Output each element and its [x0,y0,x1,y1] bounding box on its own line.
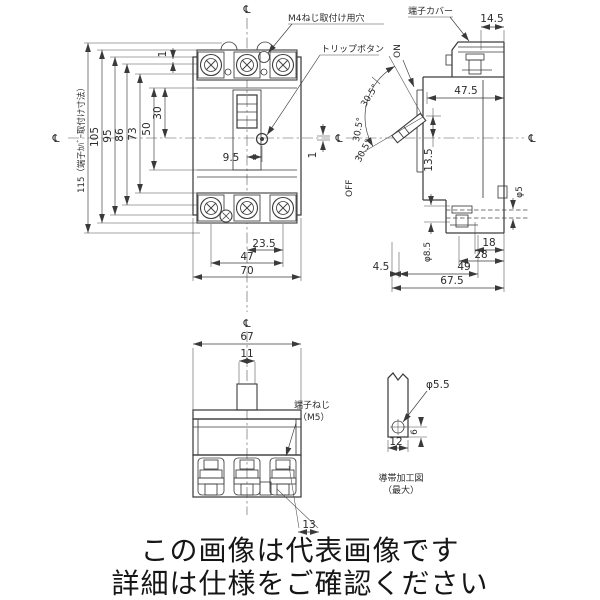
front-handle [236,94,258,129]
dim-73: 73 [127,127,139,140]
front-terminal-screws [199,51,295,223]
bottom-view: ℄ [192,317,330,535]
dim-14-5: 14.5 [480,13,503,25]
dim-30: 30 [152,106,164,119]
detail-dims: φ5.5 6 12 [387,379,450,452]
side-handle: 30.5° 30.5° 30.5° ON OFF 1 [307,44,427,197]
front-callouts: M4ねじ取付け用穴 トリップボタン [266,12,384,136]
dim-115: 115（端子ｶﾊﾞｰ取付け寸法） [76,83,87,193]
bottom-body [192,362,302,498]
dim-12: 12 [389,436,402,448]
footer-notice: この画像は代表画像です 詳細は仕様をご確認ください [111,534,488,600]
dim-23-5: 23.5 [252,238,275,250]
dim-105: 105 [89,127,101,147]
terminal-screw-size: （M5） [298,412,330,423]
terminal-screw-label: 端子ねじ [294,399,330,411]
bottom-dims: 67 11 端子ねじ （M5） 13 [192,331,330,535]
trip-button [255,132,269,146]
front-view: ℄ ℄ [51,3,384,312]
centerline-symbol: ℄ [334,132,342,145]
centerline-symbol: ℄ [242,317,250,330]
pilot-hole [260,68,268,76]
dim-47-5: 47.5 [454,85,477,97]
bottom-lug [269,457,297,496]
dim-phi8-5: φ8.5 [423,242,433,262]
dim-6: 6 [410,429,420,435]
bottom-lug [197,457,225,496]
centerline-symbol: ℄ [527,132,535,145]
side-dims: 14.5 47.5 13.5 φ5 φ8.5 [373,13,525,292]
dim-50: 50 [141,122,153,135]
front-dims-bottom: 23.5 47 70 [192,218,302,281]
dim-70: 70 [240,265,253,277]
m4-hole-label: M4ねじ取付け用穴 [288,12,365,24]
on-label: ON [393,44,403,58]
dim-4-5: 4.5 [373,261,390,273]
dim-13-5: 13.5 [423,148,435,171]
trip-button-label: トリップボタン [321,44,384,55]
dim-13: 13 [302,519,315,531]
dim-1-side: 1 [307,152,319,159]
dim-67-5: 67.5 [440,275,463,287]
cover-callout: 端子カバー [408,5,470,42]
detail-shape [387,372,409,438]
detail-caption-line2: （最大） [383,484,419,496]
dim-67: 67 [240,331,253,343]
dim-11: 11 [240,348,253,360]
detail-caption-line1: 導帯加工図 [378,472,423,484]
angle-30-5-top: 30.5° [360,83,381,109]
footer-line2: 詳細は仕様をご確認ください [111,567,488,600]
dim-1: 1 [157,51,169,58]
m4-mounting-hole [258,51,270,63]
footer-line1: この画像は代表画像です [140,534,459,567]
dim-28: 28 [474,249,487,261]
front-dim-trip: 9.5 [223,146,263,164]
dim-18: 18 [482,237,495,249]
dim-49: 49 [457,261,470,273]
front-dims-left: 115（端子ｶﾊﾞｰ取付け寸法） 105 95 86 73 50 30 1 [76,42,222,234]
bottom-centerline: ℄ [242,317,251,515]
dim-86: 86 [114,128,126,142]
front-centerlines: ℄ ℄ [51,3,330,312]
dim-47: 47 [240,251,253,263]
bottom-lug [233,457,261,496]
dim-95: 95 [102,129,114,142]
terminal-cover-label: 端子カバー [408,5,453,17]
dim-9-5: 9.5 [223,152,240,164]
dim-phi5-5: φ5.5 [426,379,450,391]
detail-view: φ5.5 6 12 導帯加工図 （最大） [378,372,450,496]
dim-phi5: φ5 [515,186,525,198]
off-label: OFF [345,180,355,197]
aux-screw [219,209,233,223]
angle-30-5-mid: 30.5° [352,117,366,143]
centerline-symbol: ℄ [242,3,250,16]
centerline-symbol: ℄ [51,132,59,145]
pilot-hole [224,68,232,76]
